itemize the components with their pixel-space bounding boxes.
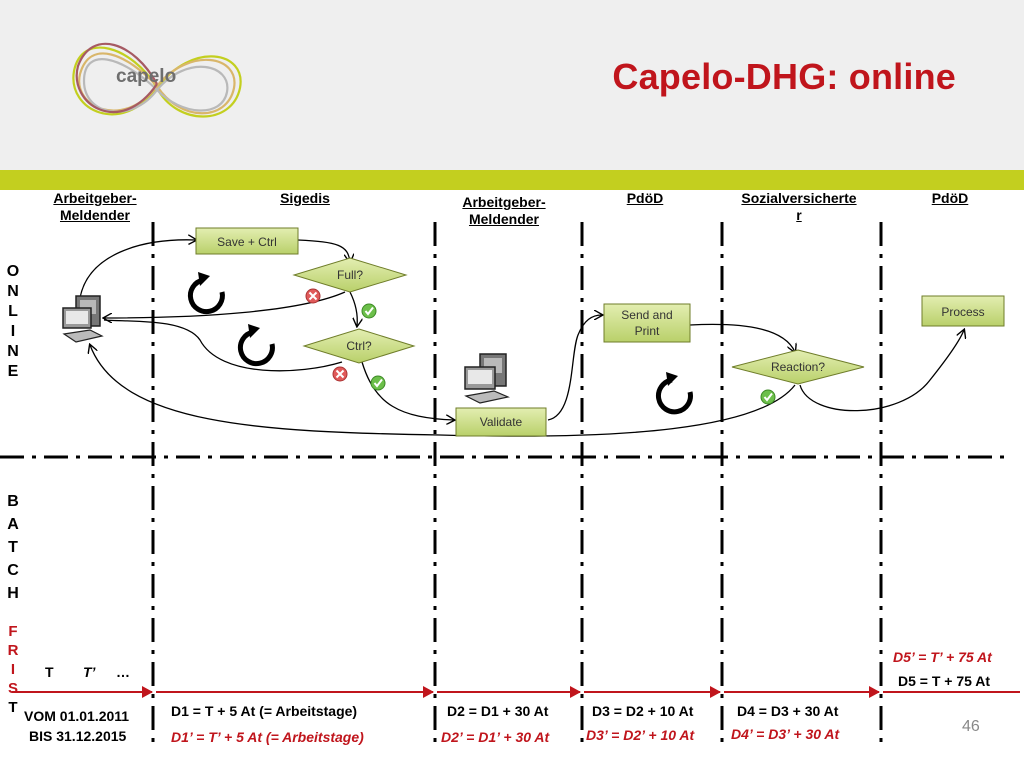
letter: A — [7, 516, 19, 533]
lane-header-pdod-2: PdöD — [910, 190, 990, 207]
process-box — [921, 295, 1005, 327]
process-label: Process — [941, 305, 984, 319]
header-background — [0, 0, 1024, 170]
send-print-label-1: Send and — [621, 308, 672, 322]
lane-header-insured: Sozialversicherte r — [724, 190, 874, 224]
page-number: 46 — [962, 718, 980, 735]
timeline-t-prime: T’ — [83, 664, 96, 680]
ctrl-label: Ctrl? — [346, 339, 372, 353]
letter: R — [7, 642, 19, 659]
loop-icon — [187, 277, 225, 315]
arrow-ctrl-to-pc — [103, 319, 343, 372]
deadline-d1-prime: D1’ = T’ + 5 At (= Arbeitstage) — [171, 729, 364, 745]
timeline-bis: BIS 31.12.2015 — [29, 728, 127, 744]
timeline-ellipsis: … — [116, 664, 130, 680]
lane-header-employer: Arbeitgeber- Meldender — [40, 190, 150, 224]
arrow-save-to-full — [297, 239, 350, 262]
arrow-send-to-reaction — [689, 323, 795, 352]
computer-icon — [62, 295, 104, 343]
deadline-d1: D1 = T + 5 At (= Arbeitstage) — [171, 703, 358, 719]
loop-icons — [187, 277, 693, 415]
save-ctrl-label: Save + Ctrl — [217, 235, 277, 249]
deadline-d3: D3 = D2 + 10 At — [592, 703, 694, 719]
arrow-validate-to-send — [547, 315, 602, 421]
arrow-reaction-to-pc — [90, 345, 796, 437]
letter: N — [7, 343, 19, 360]
batch-label: B A T C H — [4, 490, 22, 605]
letter: I — [10, 661, 16, 678]
validate-box — [455, 407, 547, 437]
full-label: Full? — [337, 268, 363, 282]
lane-header-pdod: PdöD — [600, 190, 690, 207]
letter: F — [8, 623, 18, 640]
loop-icon-head — [198, 272, 210, 286]
send-print-label-2: Print — [635, 324, 660, 338]
letter: I — [10, 323, 16, 340]
connectors — [79, 239, 964, 437]
loop-arrowheads — [198, 272, 678, 386]
loop-icon-head — [666, 372, 678, 386]
reject-icon — [332, 366, 348, 382]
arrow-ctrl-to-validate — [361, 361, 454, 420]
computer-icon — [464, 353, 510, 404]
letter: C — [7, 562, 19, 579]
lane-header-text: Sigedis — [280, 190, 330, 206]
loop-icon-head — [248, 324, 260, 338]
page-title: Capelo-DHG: online — [612, 56, 956, 97]
save-ctrl-box — [195, 227, 299, 255]
loop-icon — [655, 377, 693, 415]
online-label: O N L I N E — [4, 262, 22, 382]
letter: B — [7, 493, 19, 510]
send-print-box — [603, 303, 691, 343]
logo-text: capelo — [116, 66, 176, 87]
deadline-d5-prime: D5’ = T’ + 75 At — [893, 649, 992, 665]
lane-header-text: Arbeitgeber- Meldender — [462, 194, 546, 227]
ctrl-decision — [302, 328, 416, 364]
lane-header-text: Arbeitgeber- Meldender — [53, 190, 137, 223]
letter: O — [6, 263, 20, 280]
lane-header-text: PdöD — [931, 190, 969, 206]
check-icon — [361, 303, 377, 319]
capelo-logo: capelo — [72, 42, 242, 118]
check-icon — [370, 375, 386, 391]
lane-header-text: PdöD — [626, 190, 664, 206]
deadline-d4-prime: D4’ = D3’ + 30 At — [731, 726, 840, 742]
check-icon — [760, 389, 776, 405]
arrow-full-to-pc — [104, 291, 346, 318]
letter: S — [7, 680, 18, 697]
full-decision — [292, 257, 408, 293]
frist-label: F R I S T — [4, 622, 22, 717]
letter: L — [8, 303, 18, 320]
reaction-decision — [731, 349, 865, 385]
deadline-d2: D2 = D1 + 30 At — [447, 703, 549, 719]
lane-separators — [151, 222, 883, 748]
deadline-d2-prime: D2’ = D1’ + 30 At — [441, 729, 550, 745]
header-band — [0, 170, 1024, 190]
deadline-d3-prime: D3’ = D2’ + 10 At — [586, 727, 695, 743]
validate-label: Validate — [480, 415, 523, 429]
letter: T — [8, 539, 18, 556]
lane-header-employer-2: Arbeitgeber- Meldender — [448, 194, 560, 228]
reject-icon — [305, 288, 321, 304]
arrow-full-to-ctrl — [349, 291, 357, 326]
arrow-reaction-to-process — [799, 330, 964, 412]
letter: H — [7, 585, 19, 602]
timeline-t: T — [45, 664, 54, 680]
reaction-label: Reaction? — [771, 360, 825, 374]
letter: E — [7, 363, 19, 380]
letter: T — [8, 699, 18, 716]
deadline-d4: D4 = D3 + 30 At — [737, 703, 839, 719]
arrow-pc-to-save — [79, 240, 196, 299]
timeline-vom: VOM 01.01.2011 — [24, 708, 130, 724]
lane-header-sigedis: Sigedis — [250, 190, 360, 207]
loop-icon — [237, 329, 275, 367]
lane-header-text: Sozialversicherte r — [741, 190, 857, 223]
deadline-d5: D5 = T + 75 At — [898, 673, 991, 689]
letter: N — [7, 283, 19, 300]
